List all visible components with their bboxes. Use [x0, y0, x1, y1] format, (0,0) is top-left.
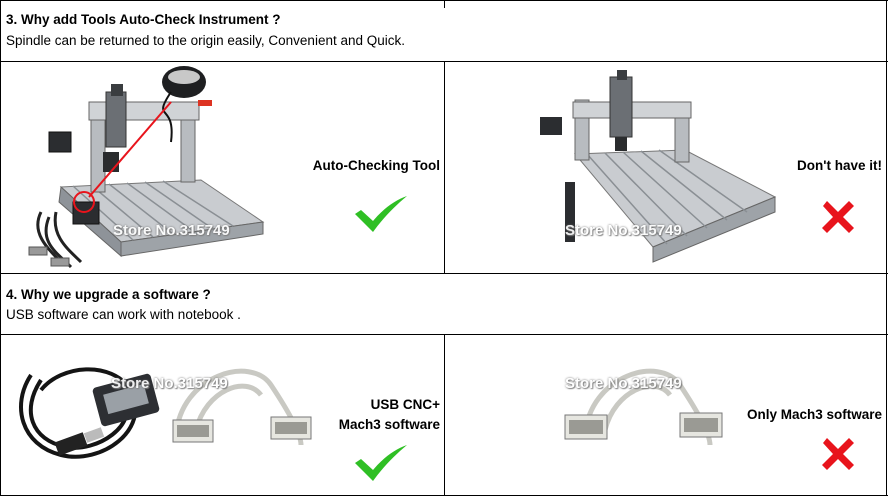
section-4-subtext: USB software can work with notebook . [6, 307, 241, 322]
border-left [0, 0, 1, 496]
store-watermark: Store No.315749 [565, 222, 682, 239]
usb-cnc-label-line1: USB CNC+ [370, 397, 440, 412]
check-icon [355, 196, 407, 232]
only-mach3-label: Only Mach3 software [746, 407, 882, 422]
section-4-heading: 4. Why we upgrade a software ? [6, 287, 211, 302]
section-3-subtext: Spindle can be returned to the origin ea… [6, 33, 405, 48]
store-watermark: Store No.315749 [111, 375, 228, 392]
no-auto-check-cell: Store No.315749 Don't have it! [445, 62, 886, 273]
cross-icon [822, 438, 854, 470]
border-right [886, 0, 887, 496]
column-divider [444, 334, 445, 496]
store-watermark: Store No.315749 [113, 222, 230, 239]
column-divider-stub [444, 0, 445, 8]
usb-and-parallel-cable-image [19, 367, 312, 459]
section-3-heading: 3. Why add Tools Auto-Check Instrument ? [6, 12, 281, 27]
mach3-only-cell: Store No.315749 Only Mach3 software [445, 335, 886, 495]
column-divider [444, 61, 445, 274]
parallel-cable-image [564, 368, 723, 446]
cnc-machine-image [540, 70, 777, 263]
dont-have-it-label: Don't have it! [797, 158, 882, 173]
usb-cnc-label-line2: Mach3 software [338, 417, 440, 432]
auto-check-cell: Store No.315749 Auto-Checking Tool [1, 62, 444, 273]
cnc-machine-with-probe-image [28, 66, 265, 269]
check-icon [355, 445, 407, 481]
store-watermark: Store No.315749 [565, 375, 682, 392]
cross-icon [822, 201, 854, 233]
usb-software-cell: Store No.315749 USB CNC+ Mach3 software [1, 335, 444, 495]
auto-checking-tool-label: Auto-Checking Tool [312, 158, 440, 173]
